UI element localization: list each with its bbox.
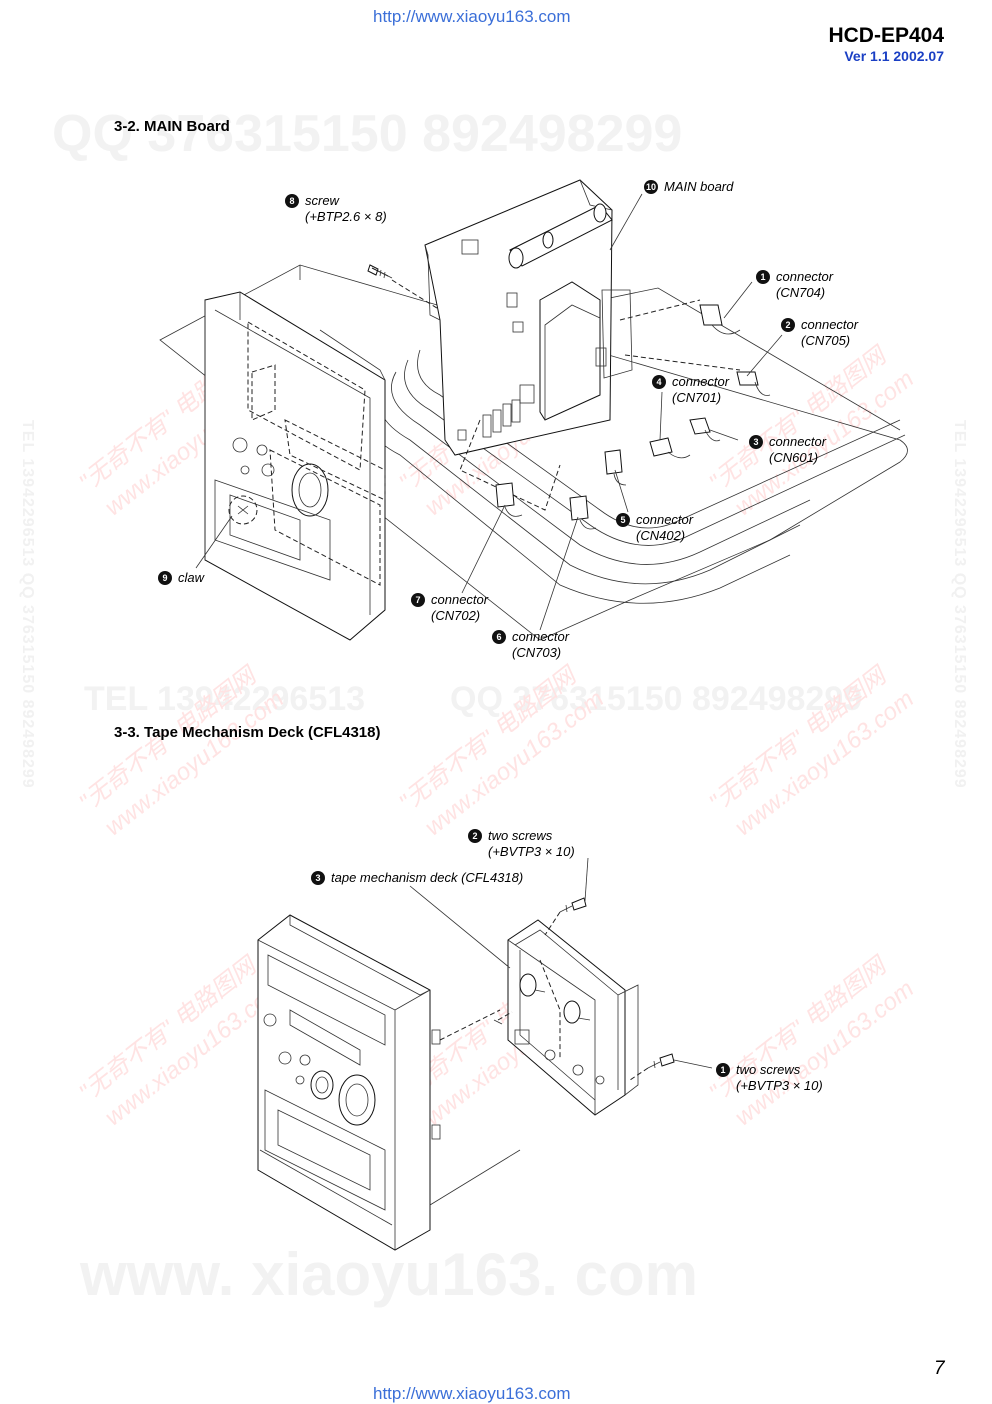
tape-deck-diagram xyxy=(257,857,713,1251)
callout-connector-cn701: 4 connector (CN701) xyxy=(652,374,729,406)
screw-2-shape xyxy=(544,897,587,936)
footer-url-link[interactable]: http://www.xiaoyu163.com xyxy=(373,1384,571,1403)
callout-number: 8 xyxy=(285,194,299,208)
watermark-qq-top: QQ 376315150 892498299 xyxy=(52,105,683,163)
callout-number: 6 xyxy=(492,630,506,644)
connector-cn701-shape xyxy=(649,437,691,459)
callout-spec: (CN703) xyxy=(512,645,562,660)
callout-spec: (CN702) xyxy=(431,608,481,623)
callout-number: 5 xyxy=(616,513,630,527)
callout-number: 2 xyxy=(468,829,482,843)
callout-label: two screws xyxy=(488,828,553,843)
callout-screw-8: 8 screw (+BTP2.6 × 8) xyxy=(285,193,387,225)
callout-connector-cn703: 6 connector (CN703) xyxy=(492,629,569,661)
callout-number: 1 xyxy=(756,270,770,284)
callout-tape-mechanism-deck-3: 3 tape mechanism deck (CFL4318) xyxy=(311,870,523,886)
callout-main-board-10: 10 MAIN board xyxy=(644,179,733,195)
callout-label: connector xyxy=(672,374,730,389)
screw-8-shape xyxy=(367,264,441,311)
callout-label: MAIN board xyxy=(664,179,734,194)
page-number: 7 xyxy=(934,1358,945,1379)
callout-number: 1 xyxy=(716,1063,730,1077)
callout-number: 7 xyxy=(411,593,425,607)
callout-label: connector xyxy=(431,592,489,607)
callout-label: connector xyxy=(769,434,827,449)
callout-number: 4 xyxy=(652,375,666,389)
callout-claw-9: 9 claw xyxy=(158,570,204,586)
callout-spec: (+BVTP3 × 10) xyxy=(736,1078,823,1093)
callout-number: 9 xyxy=(158,571,172,585)
callout-label: connector xyxy=(636,512,694,527)
connector-cn704-shape xyxy=(699,304,741,335)
callout-label: connector xyxy=(512,629,570,644)
callout-spec: (CN402) xyxy=(636,528,686,543)
section-heading-main-board: 3-2. MAIN Board xyxy=(114,118,230,135)
callout-spec: (+BTP2.6 × 8) xyxy=(305,209,387,224)
connector-cn703-shape xyxy=(569,495,597,530)
callout-label: screw xyxy=(305,193,339,208)
callout-spec: (CN705) xyxy=(801,333,851,348)
callout-number: 2 xyxy=(781,318,795,332)
watermark-vertical-right: TEL 13942296513 QQ 376315150 892498299 xyxy=(951,420,968,789)
connector-cn601-shape xyxy=(689,417,721,442)
callout-spec: (CN601) xyxy=(769,450,819,465)
connector-cn702-shape xyxy=(495,482,523,517)
model-number: HCD-EP404 xyxy=(828,24,944,47)
callout-connector-cn601: 3 connector (CN601) xyxy=(749,434,826,466)
callout-two-screws-1: 1 two screws (+BVTP3 × 10) xyxy=(716,1062,823,1094)
callout-connector-cn402: 5 connector (CN402) xyxy=(616,512,693,544)
connector-cn402-shape xyxy=(604,449,627,486)
section-heading-tape-deck: 3-3. Tape Mechanism Deck (CFL4318) xyxy=(114,724,381,741)
callout-connector-cn704: 1 connector (CN704) xyxy=(756,269,833,301)
callout-number: 3 xyxy=(749,435,763,449)
callout-label: connector xyxy=(801,317,859,332)
callout-spec: (+BVTP3 × 10) xyxy=(488,844,575,859)
watermark-www-bottom: www. xiaoyu163. com xyxy=(80,1241,699,1308)
screw-1-shape xyxy=(629,1053,675,1081)
callout-label: claw xyxy=(178,570,205,585)
callout-label: tape mechanism deck (CFL4318) xyxy=(331,870,524,885)
callout-connector-cn702: 7 connector (CN702) xyxy=(411,592,488,624)
callout-spec: (CN701) xyxy=(672,390,722,405)
main-board-diagram xyxy=(159,179,908,641)
watermark-vertical-left: TEL 13942296513 QQ 376315150 892498299 xyxy=(19,420,36,789)
callout-number: 3 xyxy=(311,871,325,885)
connector-cn705-shape xyxy=(736,371,771,396)
watermark-qq-mid: QQ 376315150 892498299 xyxy=(450,680,863,718)
callout-connector-cn705: 2 connector (CN705) xyxy=(781,317,858,349)
version-date: Ver 1.1 2002.07 xyxy=(844,48,944,64)
callout-number: 10 xyxy=(644,180,658,194)
callout-label: two screws xyxy=(736,1062,801,1077)
callout-spec: (CN704) xyxy=(776,285,826,300)
watermark-tel: TEL 13942296513 xyxy=(84,680,366,718)
callout-two-screws-2: 2 two screws (+BVTP3 × 10) xyxy=(468,828,575,860)
header-url-link[interactable]: http://www.xiaoyu163.com xyxy=(373,7,571,26)
callout-label: connector xyxy=(776,269,834,284)
